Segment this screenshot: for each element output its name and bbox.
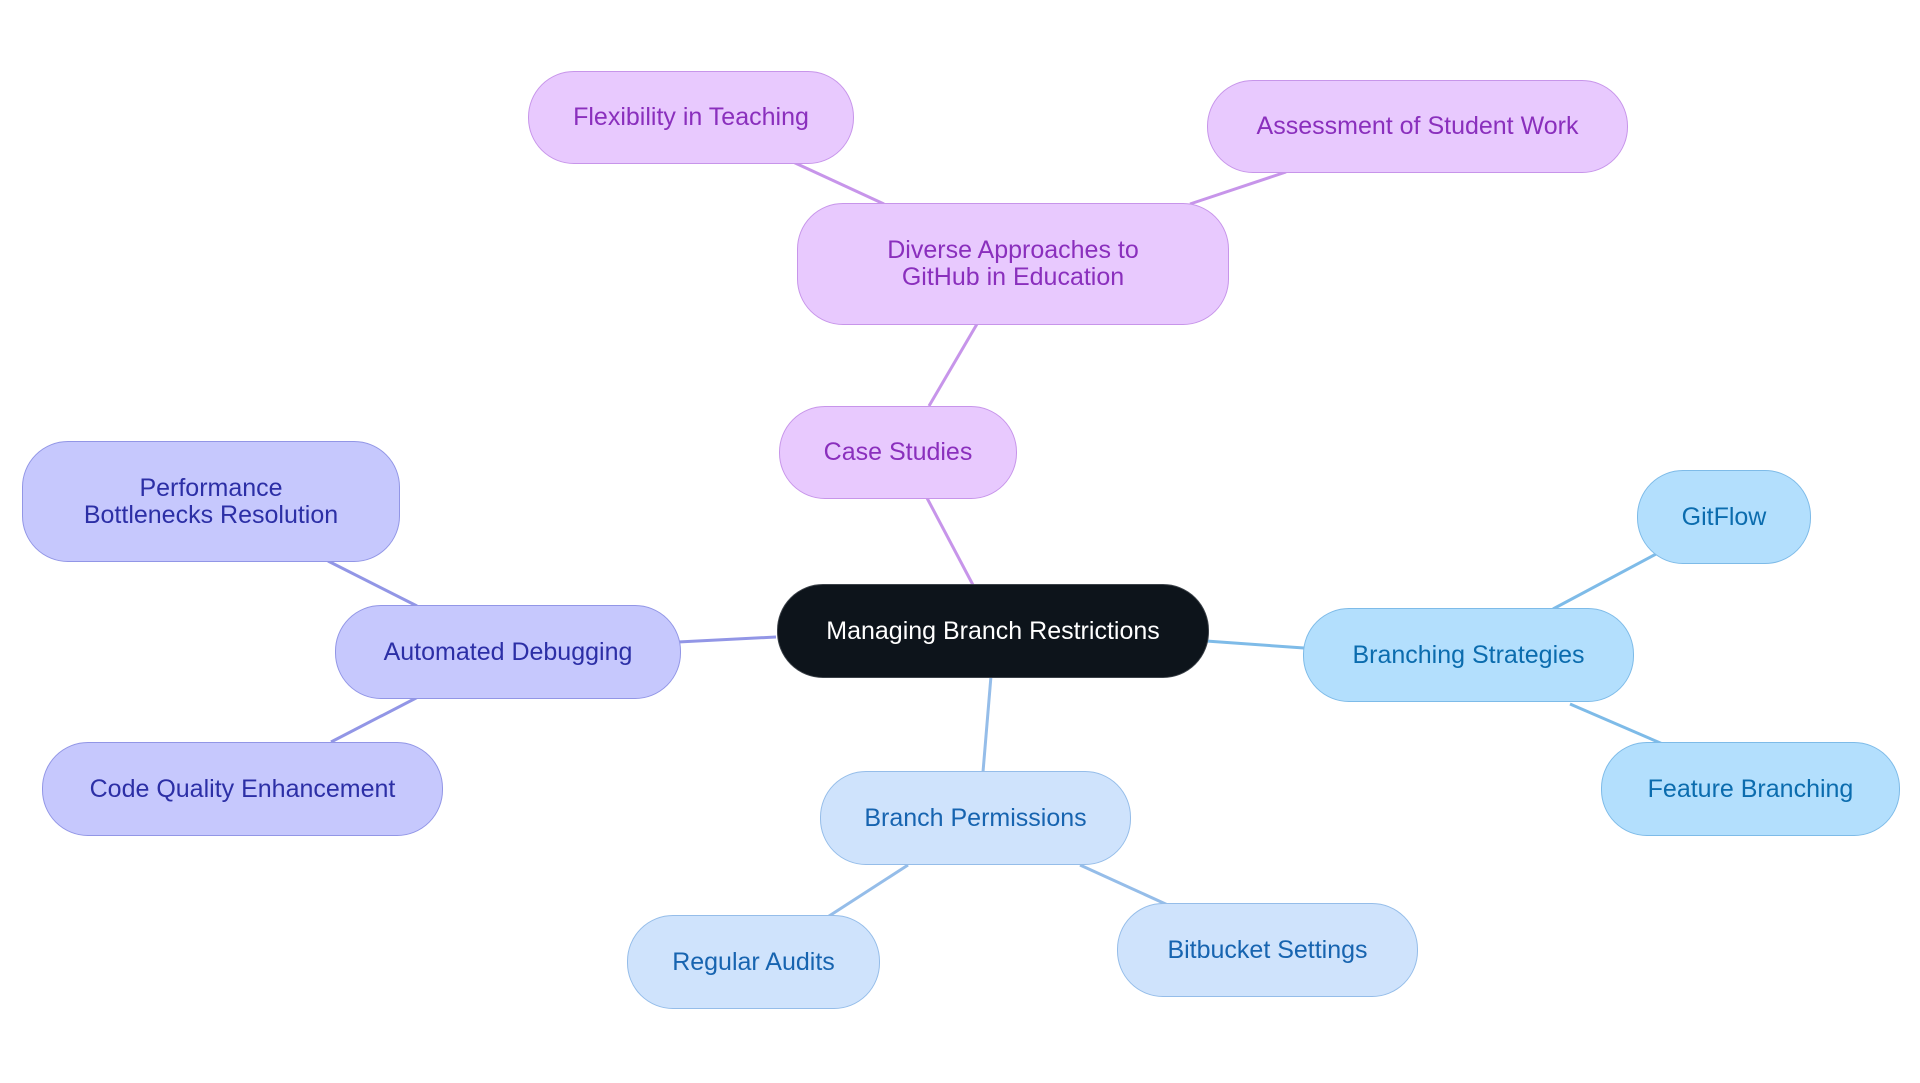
node-diverse-approaches[interactable]: Diverse Approaches to GitHub in Educatio…	[797, 203, 1229, 325]
node-bitbucket-settings[interactable]: Bitbucket Settings	[1117, 903, 1418, 997]
node-root[interactable]: Managing Branch Restrictions	[777, 584, 1209, 678]
edge-root-case-studies	[925, 497, 975, 586]
edge-root-automated-debugging	[677, 635, 777, 644]
node-label: Performance Bottlenecks Resolution	[83, 473, 339, 529]
node-label: Branching Strategies	[1352, 640, 1585, 669]
node-gitflow[interactable]: GitFlow	[1637, 470, 1811, 564]
node-code-quality[interactable]: Code Quality Enhancement	[42, 742, 443, 836]
edge-diverse-approaches-flexibility	[792, 160, 885, 206]
node-feature-branching[interactable]: Feature Branching	[1601, 742, 1900, 836]
node-label: Feature Branching	[1647, 774, 1854, 803]
edge-branching-strategies-feature-branching	[1569, 702, 1666, 747]
node-branching-strategies[interactable]: Branching Strategies	[1303, 608, 1634, 702]
node-branch-permissions[interactable]: Branch Permissions	[820, 771, 1131, 865]
node-label: Flexibility in Teaching	[573, 103, 809, 131]
node-case-studies[interactable]: Case Studies	[779, 406, 1017, 499]
node-label: Regular Audits	[672, 947, 835, 976]
edge-branch-permissions-regular-audits	[825, 863, 909, 920]
node-label: GitFlow	[1681, 502, 1767, 531]
node-regular-audits[interactable]: Regular Audits	[627, 915, 880, 1009]
edge-branch-permissions-bitbucket-settings	[1079, 863, 1171, 908]
node-flexibility[interactable]: Flexibility in Teaching	[528, 71, 854, 164]
node-label: Automated Debugging	[383, 637, 633, 666]
edge-diverse-approaches-assessment	[1189, 170, 1287, 206]
node-label: Case Studies	[823, 438, 973, 466]
edge-case-studies-diverse-approaches	[927, 323, 979, 407]
node-label: Bitbucket Settings	[1167, 935, 1368, 964]
edge-branching-strategies-gitflow	[1552, 551, 1659, 611]
edge-root-branching-strategies	[1205, 639, 1305, 650]
node-label: Assessment of Student Work	[1256, 112, 1579, 140]
node-label: Branch Permissions	[864, 803, 1087, 832]
node-label: Code Quality Enhancement	[89, 774, 396, 803]
node-label: Diverse Approaches to GitHub in Educatio…	[887, 236, 1139, 291]
edge-root-branch-permissions	[981, 675, 993, 773]
edge-automated-debugging-performance	[327, 559, 418, 608]
node-performance[interactable]: Performance Bottlenecks Resolution	[22, 441, 400, 562]
node-label: Managing Branch Restrictions	[826, 616, 1160, 645]
node-automated-debugging[interactable]: Automated Debugging	[335, 605, 681, 699]
node-assessment[interactable]: Assessment of Student Work	[1207, 80, 1628, 173]
edge-automated-debugging-code-quality	[330, 695, 419, 744]
